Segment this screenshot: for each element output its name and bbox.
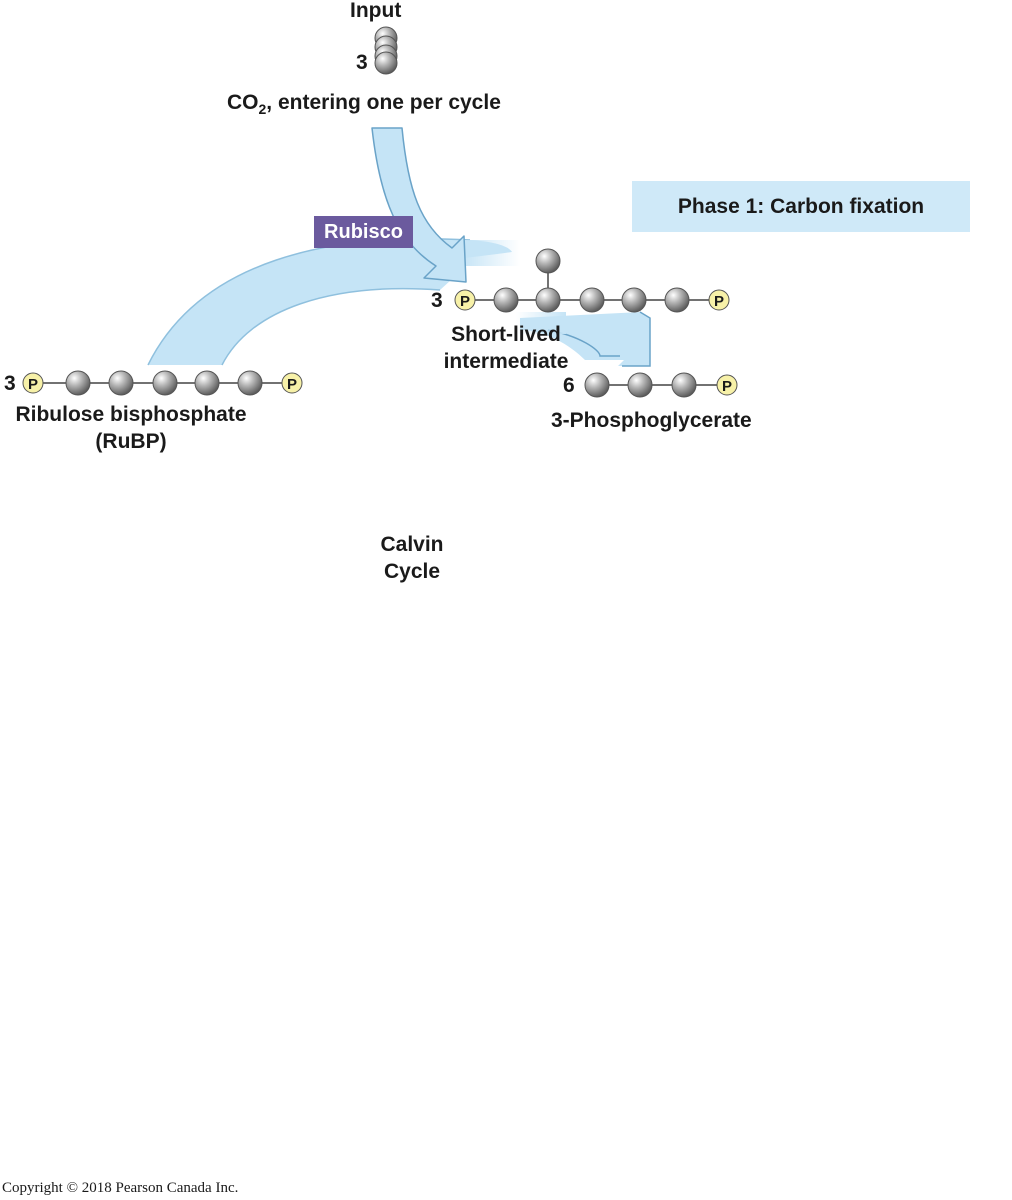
pga-arrow-fade	[516, 312, 566, 334]
pga-phosphate	[716, 374, 738, 396]
phase-1-label: Phase 1: Carbon fixation	[677, 195, 925, 218]
co2-count: 3	[356, 51, 368, 74]
rubp-phosphate-right	[281, 372, 303, 394]
rubp-name-line1: Ribulose bisphosphate	[15, 403, 247, 426]
rubp-carbon-2	[108, 370, 134, 396]
intermediate-phosphate-left-label: P	[460, 293, 470, 310]
intermediate-name-line2: intermediate	[443, 350, 569, 373]
phase-1-box: Phase 1: Carbon fixation	[632, 181, 970, 232]
co2-description: , entering one per cycle	[266, 91, 501, 114]
pga-name: 3-Phosphoglycerate	[551, 409, 752, 432]
intermediate-phosphate-left	[454, 289, 476, 311]
rubp-phosphate-right-label: P	[287, 376, 297, 393]
intermediate-phosphate-right-label: P	[714, 293, 724, 310]
intermediate-phosphate-right	[708, 289, 730, 311]
rubp-chain: P P	[22, 370, 303, 396]
co2-formula: CO	[227, 91, 259, 114]
rubp-to-intermediate-arrow	[148, 238, 512, 365]
calvin-cycle-line1: Calvin	[380, 533, 444, 556]
calvin-cycle-line2: Cycle	[383, 560, 441, 583]
rubp-carbon-1	[65, 370, 91, 396]
intermediate-count: 3	[431, 289, 443, 312]
rubp-carbon-4	[194, 370, 220, 396]
pga-carbon-3	[671, 372, 697, 398]
rubp-count: 3	[4, 372, 16, 395]
rubp-carbon-5	[237, 370, 263, 396]
intermediate-carbon-5	[664, 287, 690, 313]
intermediate-name-line1: Short-lived	[451, 323, 561, 346]
pga-phosphate-label: P	[722, 378, 732, 395]
co2-arrow	[371, 127, 467, 283]
intermediate-branch-carbon	[535, 248, 561, 274]
intermediate-carbon-4	[621, 287, 647, 313]
arrow-fade	[462, 240, 520, 266]
rubp-phosphate-left	[22, 372, 44, 394]
intermediate-carbon-1	[493, 287, 519, 313]
pga-count: 6	[563, 374, 575, 397]
pga-arrow-edge-right	[622, 311, 651, 367]
rubp-name-line2: (RuBP)	[95, 430, 167, 453]
co2-label: CO2, entering one per cycle	[227, 90, 501, 119]
pga-carbon-2	[627, 372, 653, 398]
rubp-phosphate-left-label: P	[28, 376, 38, 393]
intermediate-carbon-3	[579, 287, 605, 313]
intermediate-carbon-2	[535, 287, 561, 313]
intermediate-chain: P P	[454, 248, 730, 313]
copyright-notice: Copyright © 2018 Pearson Canada Inc.	[2, 1180, 239, 1196]
rubisco-label: Rubisco	[314, 216, 413, 248]
rubp-arrow-edge-lower	[221, 287, 441, 366]
input-label: Input	[350, 0, 402, 22]
pga-carbon-1	[584, 372, 610, 398]
pga-chain: P	[584, 372, 738, 398]
co2-molecule-stack	[374, 26, 398, 75]
co2-subscript: 2	[258, 101, 267, 118]
rubp-carbon-3	[152, 370, 178, 396]
